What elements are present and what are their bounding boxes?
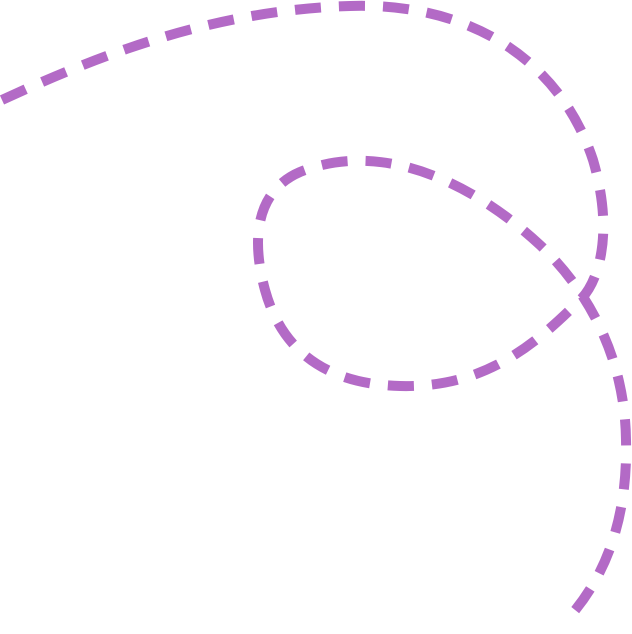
dashed-loop-line <box>0 0 632 618</box>
